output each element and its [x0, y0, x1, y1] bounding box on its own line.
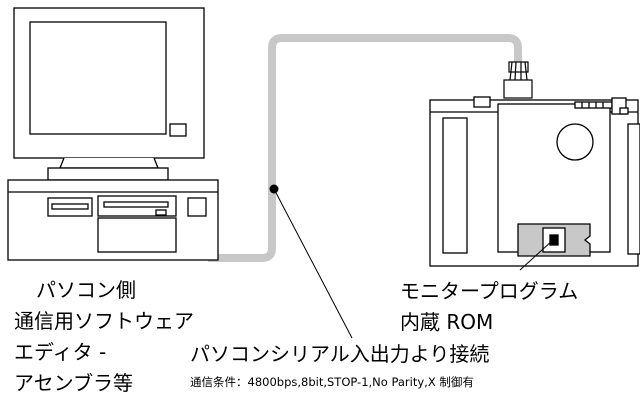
- pc-monitor: [13, 7, 205, 181]
- pc-side-label-line2: 通信用ソフトウェア: [14, 309, 194, 333]
- pc-side-label-line4: アセンブラ等: [14, 371, 133, 395]
- rom-socket: [517, 223, 591, 257]
- pc-side-label-line3: エディタ -: [14, 340, 107, 364]
- cable-callout-dot: [269, 184, 279, 194]
- pc-desktop-unit: [7, 179, 219, 261]
- connection-label: パソコンシリアル入出力より接続: [190, 342, 490, 366]
- target-label-line2: 内蔵 ROM: [400, 310, 494, 334]
- serial-cable: [208, 34, 522, 262]
- connection-conditions: 通信条件：4800bps,8bit,STOP-1,No Parity,X 制御有: [190, 375, 474, 389]
- pc-side-label-line1: パソコン側: [36, 278, 136, 302]
- cable-connector: [503, 61, 533, 99]
- cable-callout-line: [273, 188, 353, 339]
- target-label-line1: モニタープログラム: [400, 279, 579, 303]
- rom-callout-line: [519, 239, 554, 271]
